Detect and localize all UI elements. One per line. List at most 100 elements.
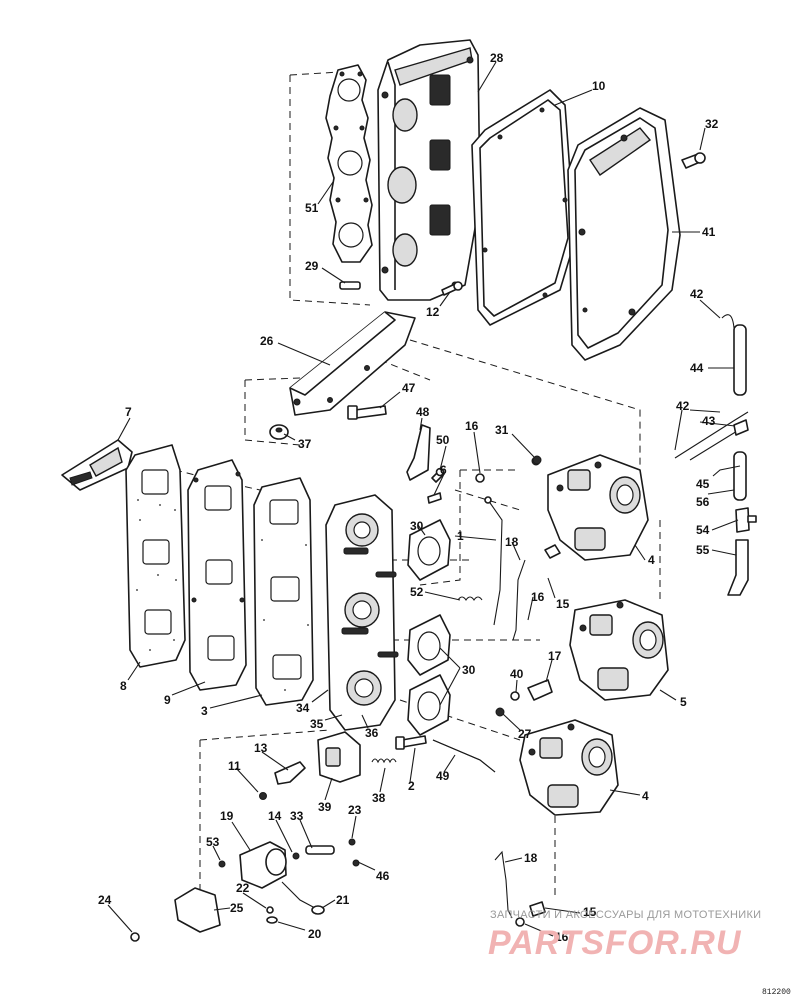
primer-line-45 — [674, 411, 749, 461]
callout-16-middle: 16 — [531, 590, 545, 604]
callout-7: 7 — [125, 405, 132, 419]
callout-50: 50 — [436, 433, 450, 447]
screw-11 — [259, 792, 267, 800]
callout-18-upper: 18 — [505, 535, 519, 549]
callout-28: 28 — [490, 51, 504, 65]
callout-9: 9 — [164, 693, 171, 707]
callout-45: 45 — [696, 477, 710, 491]
choke-link-rod-18 — [512, 559, 526, 641]
screw-24 — [130, 932, 140, 942]
grommet-37 — [269, 424, 289, 440]
intake-gasket-8 — [125, 444, 186, 668]
callout-13: 13 — [254, 741, 268, 755]
callout-41: 41 — [702, 225, 716, 239]
callout-24: 24 — [98, 893, 112, 907]
callout-16-lower: 16 — [555, 930, 569, 944]
callout-30-lower: 30 — [462, 663, 476, 677]
carburetor-5-middle — [569, 599, 669, 701]
terminal-20 — [266, 916, 278, 924]
assembly-guide-lines — [174, 71, 661, 930]
callout-34: 34 — [296, 701, 310, 715]
fuel-hose-44 — [733, 324, 747, 396]
callout-12: 12 — [426, 305, 440, 319]
callout-38: 38 — [372, 791, 386, 805]
callout-4-upper: 4 — [648, 553, 655, 567]
callout-23: 23 — [348, 803, 362, 817]
solenoid-lead-21 — [281, 881, 325, 915]
tee-fitting-54 — [735, 507, 757, 533]
clip-16 — [475, 473, 485, 483]
callout-42-top: 42 — [690, 287, 704, 301]
carb-gasket-30-middle — [407, 614, 451, 676]
screw-27 — [495, 707, 505, 717]
spring-52 — [457, 596, 483, 601]
callout-51: 51 — [305, 201, 319, 215]
callout-16-upper: 16 — [465, 419, 479, 433]
carburetor-4-lower — [519, 719, 619, 816]
callout-47: 47 — [402, 381, 416, 395]
callout-1: 1 — [457, 529, 464, 543]
terminal-22 — [266, 906, 274, 914]
callout-25: 25 — [230, 901, 244, 915]
callout-52: 52 — [410, 585, 424, 599]
carb-gasket-30-upper — [407, 519, 451, 581]
screw-6 — [427, 492, 442, 504]
clip-15 — [544, 544, 561, 559]
callout-11: 11 — [228, 759, 241, 773]
callout-44: 44 — [690, 361, 704, 375]
leader-lines — [107, 61, 741, 937]
spring-33 — [305, 845, 335, 855]
wire-clip-42 — [721, 314, 735, 329]
clip-16-lower — [515, 917, 525, 927]
callout-48: 48 — [416, 405, 430, 419]
callout-37: 37 — [298, 437, 312, 451]
cover-gasket-10 — [471, 89, 576, 326]
callout-19: 19 — [220, 809, 234, 823]
callout-22: 22 — [236, 881, 250, 895]
screw-46 — [352, 859, 360, 867]
solenoid-bracket-25 — [174, 887, 221, 933]
outer-exhaust-cover-41 — [567, 107, 681, 361]
callout-26: 26 — [260, 334, 274, 348]
callout-42-right: 42 — [676, 399, 690, 413]
figure-code: 812200 — [762, 988, 791, 997]
screw-40 — [510, 691, 520, 701]
callout-27: 27 — [518, 727, 532, 741]
callout-49: 49 — [436, 769, 450, 783]
watermark-caption: ЗАПЧАСТИ И АКСЕССУАРЫ ДЛЯ МОТОТЕХНИКИ — [490, 909, 761, 921]
carb-gasket-30-lower — [407, 674, 451, 736]
callout-30-upper: 30 — [410, 519, 424, 533]
fuel-hose-55 — [727, 539, 749, 596]
callout-4-lower: 4 — [642, 789, 649, 803]
bracket-13 — [274, 761, 306, 785]
dowel-pin-29 — [339, 281, 361, 290]
callout-3: 3 — [201, 704, 208, 718]
callout-8: 8 — [120, 679, 127, 693]
callout-55: 55 — [696, 543, 710, 557]
intake-gasket-3 — [253, 477, 314, 706]
callout-54: 54 — [696, 523, 710, 537]
callout-36: 36 — [365, 726, 379, 740]
lever-17 — [527, 679, 553, 701]
callout-20: 20 — [308, 927, 322, 941]
callout-46: 46 — [376, 869, 390, 883]
screw-23 — [348, 838, 356, 846]
callout-56: 56 — [696, 495, 710, 509]
callout-15-lower: 15 — [583, 905, 597, 919]
callout-18-lower: 18 — [524, 851, 538, 865]
callout-33: 33 — [290, 809, 304, 823]
screw-53 — [218, 860, 226, 868]
callout-35: 35 — [310, 717, 324, 731]
link-bracket-48 — [406, 424, 431, 481]
callout-5: 5 — [680, 695, 687, 709]
callout-40: 40 — [510, 667, 524, 681]
choke-bracket-39 — [317, 731, 361, 783]
callout-21: 21 — [336, 893, 350, 907]
callout-10: 10 — [592, 79, 606, 93]
callout-31: 31 — [495, 423, 509, 437]
throttle-link-rod-1 — [484, 496, 503, 626]
callout-32: 32 — [705, 117, 719, 131]
callout-17: 17 — [548, 649, 562, 663]
callout-15-upper: 15 — [556, 597, 570, 611]
manifold-bracket-26 — [289, 311, 416, 416]
